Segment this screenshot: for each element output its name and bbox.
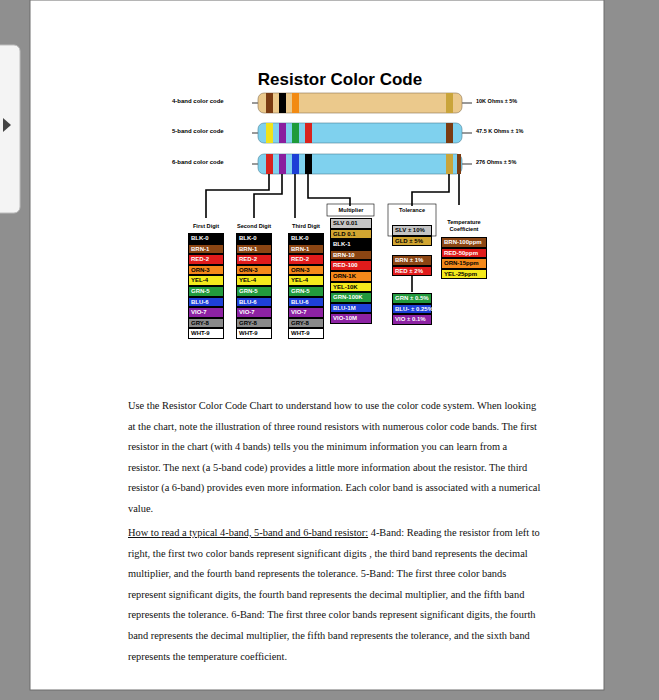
color-code-cell: BRN-1 <box>236 244 272 255</box>
color-code-cell: BLU-1M <box>330 303 372 314</box>
color-code-cell: YEL-4 <box>188 275 224 286</box>
band-leader-lines <box>206 174 459 292</box>
color-code-cell: GRN-5 <box>288 286 324 297</box>
column-header: Temperature Coefficient <box>441 219 487 233</box>
color-code-cell: GLD 0.1 <box>330 229 372 240</box>
color-code-cell: BLK-0 <box>188 233 224 244</box>
color-code-cell: RED-50ppm <box>441 248 487 259</box>
body-paragraph: Use the Resistor Color Code Chart to und… <box>128 396 542 520</box>
color-code-cell: ORN-3 <box>188 265 224 276</box>
column-header: Multiplier <box>332 207 370 214</box>
color-code-cell: BLU-6 <box>188 297 224 308</box>
color-code-cell: ORN-3 <box>288 265 324 276</box>
color-code-cell: RED-2 <box>188 254 224 265</box>
color-code-cell: SLV 0.01 <box>330 218 372 229</box>
resistor-value: 276 Ohms ± 5% <box>476 159 516 165</box>
document-page <box>30 0 604 690</box>
color-code-cell: GRN-5 <box>236 286 272 297</box>
body-paragraph-block: How to read a typical 4-band, 5-band and… <box>128 523 542 667</box>
color-code-cell: GRY-8 <box>188 318 224 329</box>
color-code-cell: ORN-1K <box>330 271 372 282</box>
resistor-value: 10K Ohms ± 5% <box>476 98 517 104</box>
color-code-cell: WHT-9 <box>288 328 324 339</box>
color-code-cell: VIO-7 <box>288 307 324 318</box>
color-code-cell: BLU-6 <box>236 297 272 308</box>
resistor-5band <box>252 123 472 143</box>
color-code-cell: VIO ± 0.1% <box>392 314 432 325</box>
color-code-cell: GRN-100K <box>330 292 372 303</box>
body-paragraph: 4-Band: Reading the resistor from left t… <box>128 527 540 662</box>
color-code-cell: RED-100 <box>330 260 372 271</box>
color-code-cell: GRY-8 <box>236 318 272 329</box>
column-header: Tolerance <box>392 207 432 214</box>
color-code-cell: GRN-5 <box>188 286 224 297</box>
color-code-cell: YEL-25ppm <box>441 269 487 280</box>
color-code-cell: GRY-8 <box>288 318 324 329</box>
color-code-cell: GRN ± 0.5% <box>392 293 432 304</box>
color-code-cell: RED-2 <box>288 254 324 265</box>
color-code-cell: VIO-7 <box>188 307 224 318</box>
page-title: Resistor Color Code <box>258 70 422 90</box>
resistor-value: 47.5 K Ohms ± 1% <box>476 128 523 134</box>
section-heading: How to read a typical 4-band, 5-band and… <box>128 527 368 538</box>
color-code-cell: RED-2 <box>236 254 272 265</box>
side-tab <box>0 45 20 213</box>
column-header: First Digit <box>186 223 226 230</box>
column-header: Second Digit <box>234 223 274 230</box>
color-code-cell: WHT-9 <box>236 328 272 339</box>
color-code-cell: RED ± 2% <box>392 266 432 277</box>
band-type-label: 4-band color code <box>172 98 224 104</box>
color-code-cell: WHT-9 <box>188 328 224 339</box>
color-code-cell: YEL-4 <box>288 275 324 286</box>
color-code-cell: BRN-10 <box>330 250 372 261</box>
multiplier-frame <box>327 204 374 216</box>
color-code-cell: YEL-10K <box>330 282 372 293</box>
color-code-cell: BRN-1 <box>288 244 324 255</box>
band-type-label: 6-band color code <box>172 159 224 165</box>
color-code-cell: BRN-1 <box>188 244 224 255</box>
color-code-cell: ORN-3 <box>236 265 272 276</box>
tolerance-frame <box>388 204 436 236</box>
color-code-cell: BLK-0 <box>288 233 324 244</box>
color-code-cell: BRN ± 1% <box>392 255 432 266</box>
color-code-cell: BLU- ± 0.25% <box>392 304 432 315</box>
resistor-4band <box>252 93 472 113</box>
color-code-cell: GLD ± 5% <box>392 236 432 247</box>
color-code-cell: YEL-4 <box>236 275 272 286</box>
color-code-cell: VIO-10M <box>330 313 372 324</box>
column-header: Third Digit <box>286 223 326 230</box>
color-code-cell: VIO-7 <box>236 307 272 318</box>
color-code-cell: BLK-1 <box>330 239 372 250</box>
color-code-cell: BRN-100ppm <box>441 237 487 248</box>
resistor-6band <box>252 154 472 174</box>
color-code-cell: BLU-6 <box>288 297 324 308</box>
color-code-cell: SLV ± 10% <box>392 225 432 236</box>
band-type-label: 5-band color code <box>172 128 224 134</box>
tab-arrow <box>3 118 11 132</box>
color-code-cell: ORN-15ppm <box>441 258 487 269</box>
color-code-cell: BLK-0 <box>236 233 272 244</box>
